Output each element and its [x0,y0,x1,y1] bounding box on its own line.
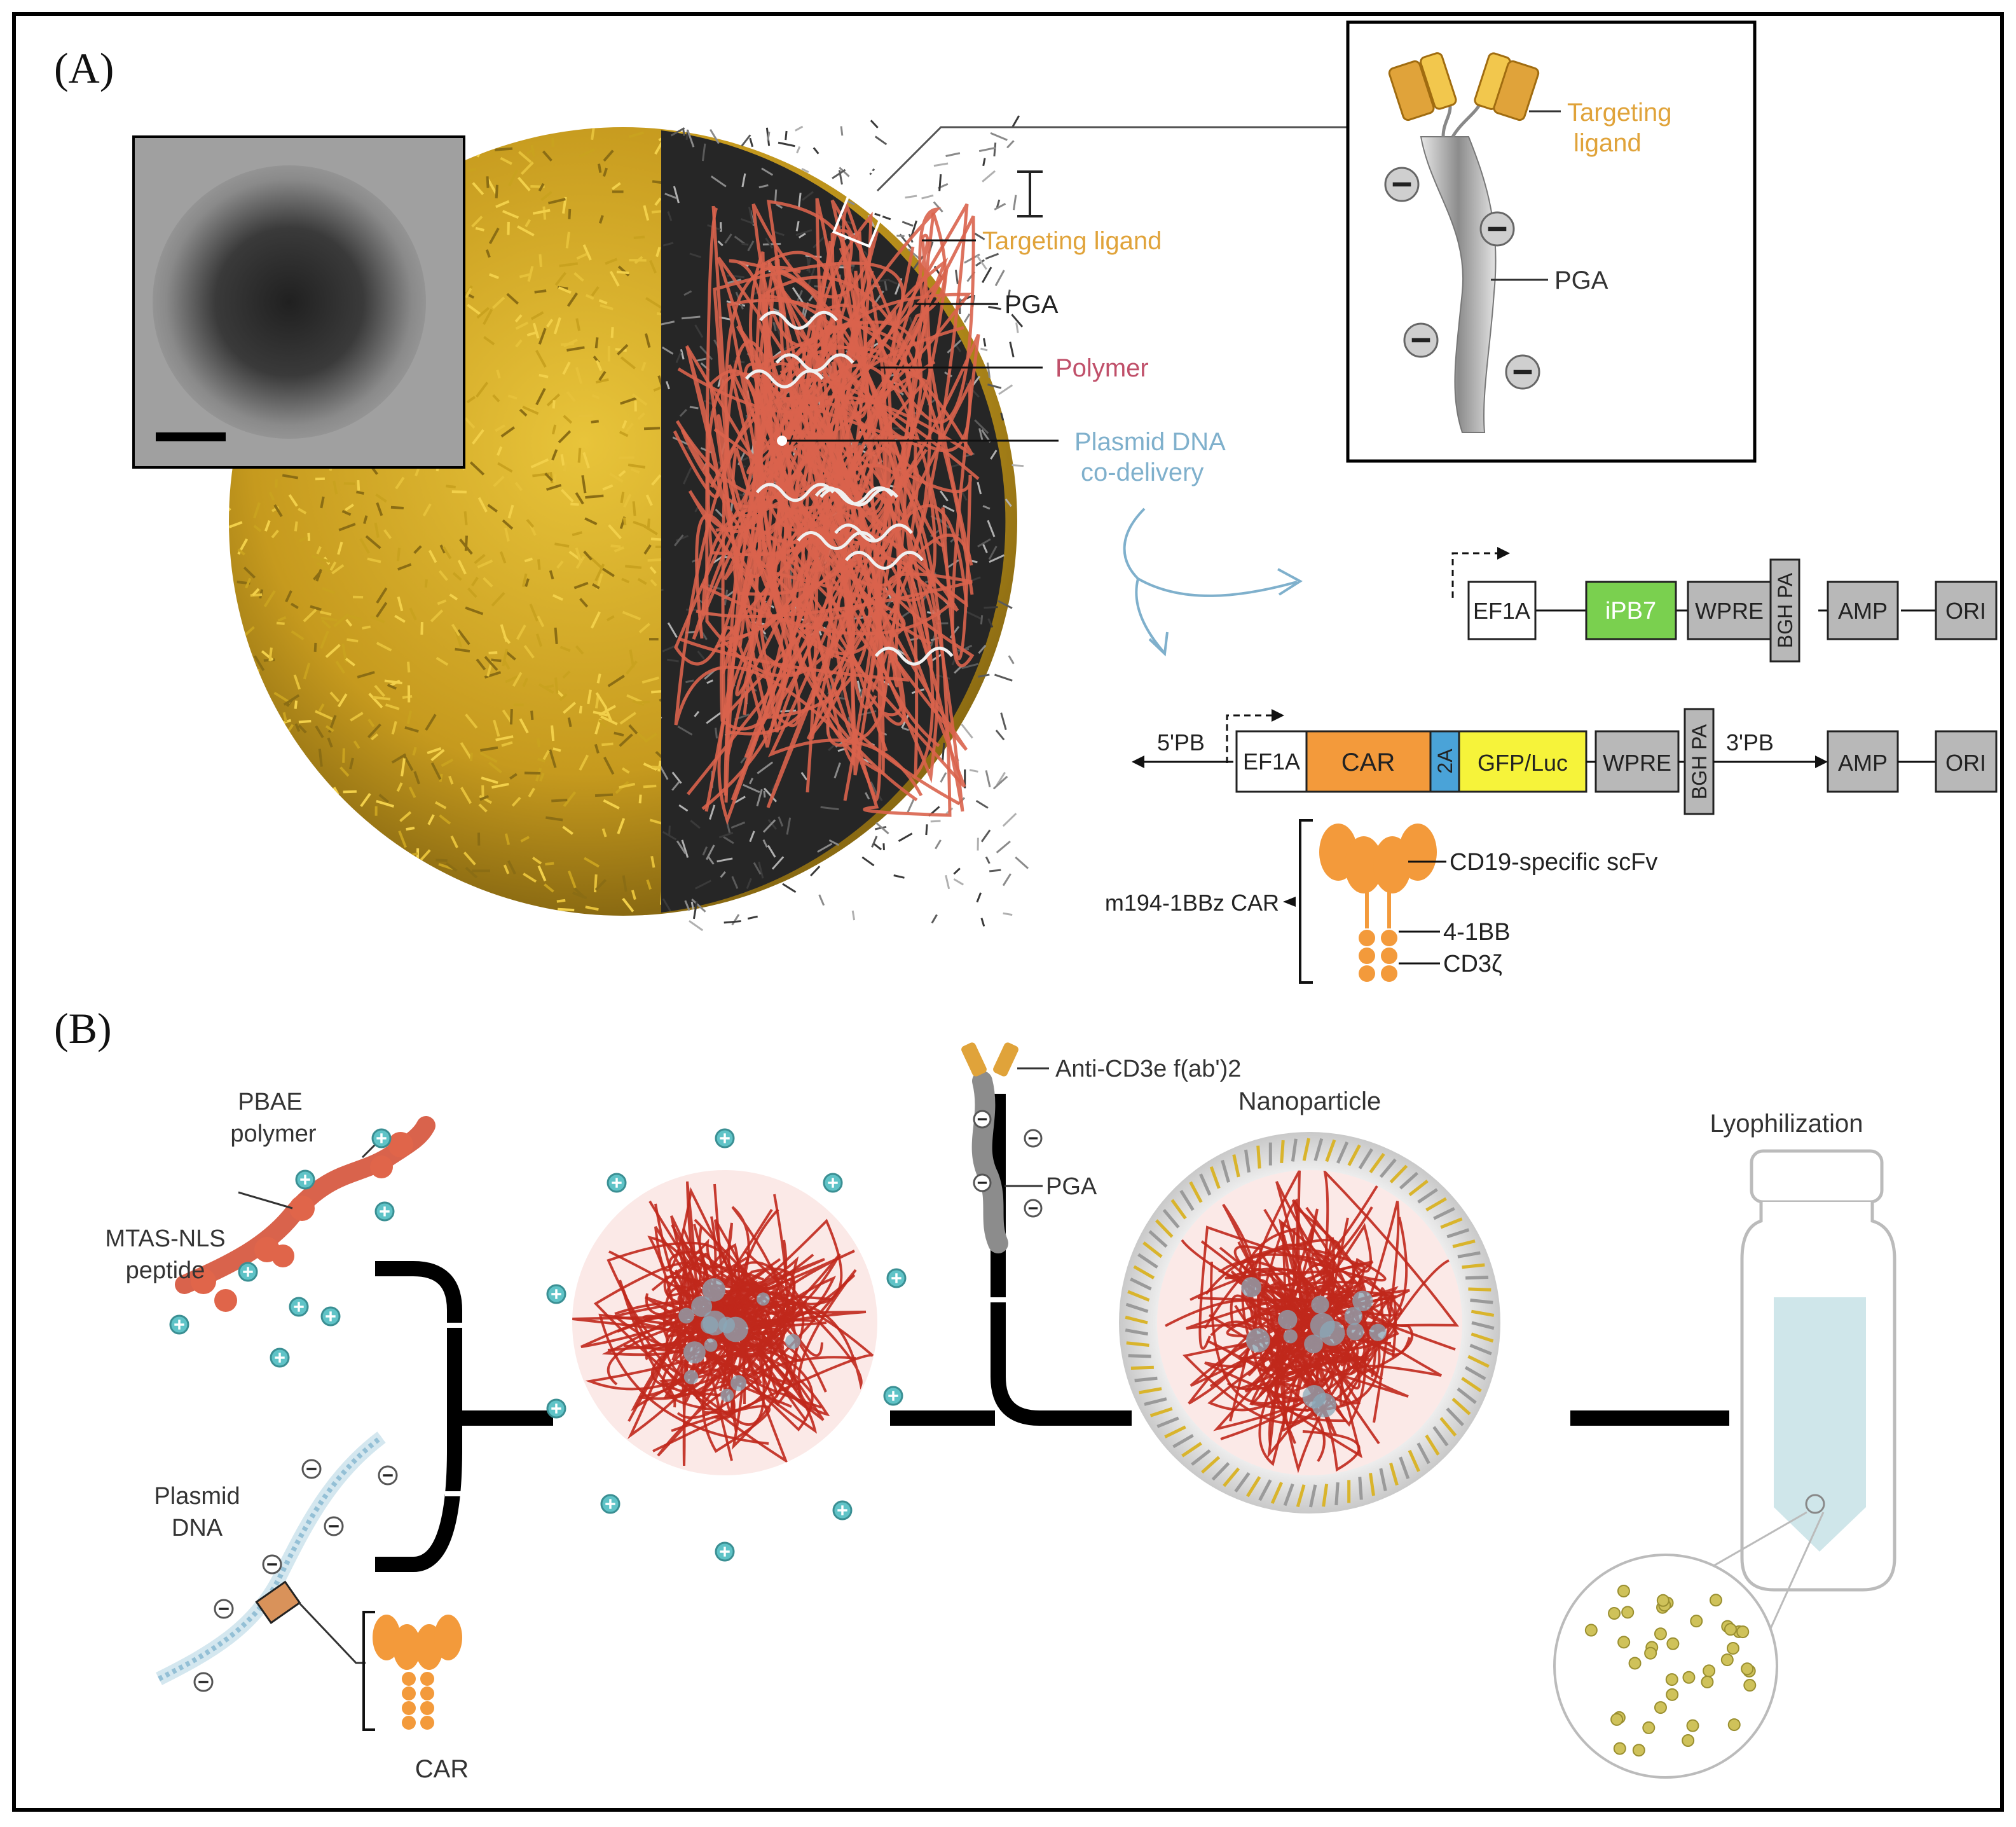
p1-wpre-label: WPRE [1695,598,1764,624]
inset-ligand-line1: Targeting [1567,99,1672,127]
callout-polymer: Polymer [1055,354,1149,382]
car-b-schematic: CAR [364,1612,469,1783]
car-scfv-label: CD19-specific scFv [1450,849,1657,876]
codelivery-arrows [1125,509,1300,654]
car-41bb-label: 4-1BB [1443,919,1511,946]
p2-amp-label: AMP [1838,750,1888,776]
p2-2a-label: 2A [1434,748,1457,774]
lyophilization-vial: Lyophilization [1554,1110,1895,1777]
car-name-label: m194-1BBz CAR [1105,890,1279,916]
callout-plasmid-line2: co-delivery [1081,458,1203,486]
inset-ligand-line2: ligand [1574,129,1642,157]
car-scfv [1319,824,1437,893]
pbae-label-line2: polymer [230,1120,316,1147]
car-gene-segment [256,1582,299,1623]
pga-ligand-inset: Targeting ligand PGA [1348,22,1755,461]
polyplex-core [572,1170,877,1475]
p2-ef1a-label: EF1A [1243,748,1300,775]
nanoparticle-label: Nanoparticle [1238,1087,1382,1115]
p2-bghpa-label: BGH PA [1688,724,1711,799]
car-schematic: m194-1BBz CAR CD19-specific scFv 4-1BB C… [1105,820,1657,982]
p1-ipb7-label: iPB7 [1605,598,1656,624]
final-nanoparticle: Nanoparticle [1119,1087,1500,1513]
p2-3pb-label: 3'PB [1726,729,1774,755]
scale-bar [156,432,226,441]
panel-b-label: (B) [54,1004,112,1052]
car-b-label: CAR [415,1755,469,1783]
p2-5pb-label: 5'PB [1157,729,1205,755]
pbae-polymer: PBAE polymer MTAS-NLS peptide [105,1089,426,1312]
plasmid-1: EF1A iPB7 WPRE BGH PA AMP ORI [1453,547,1996,661]
callout-plasmid-line1: Plasmid DNA [1074,428,1226,456]
tem-micrograph [134,137,464,467]
p1-bghpa-label: BGH PA [1774,572,1797,648]
plasmid-b-line2: DNA [172,1515,223,1541]
p2-wpre-label: WPRE [1603,750,1671,776]
mtas-label-line2: peptide [126,1257,205,1284]
pbae-label-line1: PBAE [238,1089,302,1115]
car-cd3z [1359,930,1397,982]
p2-ori-label: ORI [1945,750,1986,776]
p1-ef1a-label: EF1A [1473,598,1530,624]
mtas-label-line1: MTAS-NLS [105,1225,225,1252]
p1-ori-label: ORI [1945,598,1986,624]
callout-targeting-ligand: Targeting ligand [982,227,1162,255]
thickness-marker [1017,172,1043,216]
p2-car-label: CAR [1341,748,1395,776]
anti-cd3-label: Anti-CD3e f(ab')2 [1055,1056,1241,1082]
callout-pga: PGA [1005,291,1059,319]
p1-amp-label: AMP [1838,598,1888,624]
lyophilization-label: Lyophilization [1710,1110,1863,1138]
plasmid-b-line1: Plasmid [154,1483,240,1510]
p2-gfp-label: GFP/Luc [1478,750,1568,776]
inset-pga-label: PGA [1554,266,1608,294]
panel-a-label: (A) [54,44,114,92]
plasmid-2: 5'PB EF1A CAR 2A GFP/Luc WPRE BGH PA 3'P… [1132,709,1996,814]
zoom-connector [877,127,1348,191]
pga-b-label: PGA [1046,1173,1097,1200]
car-cd3z-label: CD3ζ [1443,951,1502,977]
